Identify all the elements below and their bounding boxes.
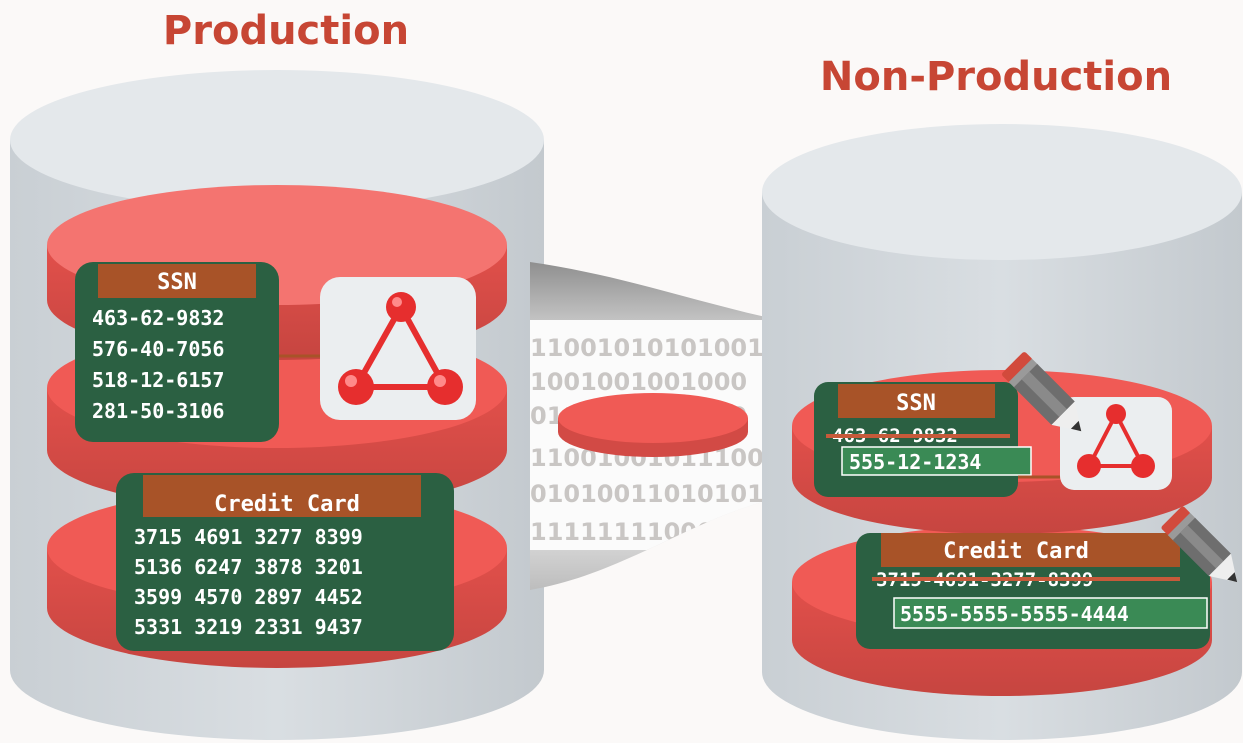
masked-ssn-header-label: SSN xyxy=(896,391,936,416)
masked-ssn-header xyxy=(838,384,995,418)
production-title: Production xyxy=(163,8,409,54)
bits-line-1: 1100101010100100 xyxy=(530,334,797,362)
bits-line-5: 0101001101010100 xyxy=(530,480,797,508)
credit-card-value: 3599 4570 2897 4452 xyxy=(134,585,363,609)
ssn-header xyxy=(98,264,256,298)
production-ssn-table: SSN 463-62-9832 576-40-7056 518-12-6157 … xyxy=(75,262,279,442)
bits-line-2: 1001001001000 xyxy=(530,368,747,396)
credit-card-value: 5331 3219 2331 9437 xyxy=(134,615,363,639)
ssn-value: 518-12-6157 xyxy=(92,368,224,392)
masked-credit-card-header xyxy=(881,533,1180,567)
credit-card-header xyxy=(143,475,421,517)
data-stream: 1100101010100100 1001001001000 011010010… xyxy=(530,262,797,590)
non-production-credit-card-table: Credit Card 3715-4691-3277-8399 5555-555… xyxy=(856,533,1210,649)
masked-credit-card-header-label: Credit Card xyxy=(943,539,1089,564)
triangle-network-icon xyxy=(1018,397,1172,490)
credit-card-value: 5136 6247 3878 3201 xyxy=(134,555,363,579)
masked-credit-card-value: 5555-5555-5555-4444 xyxy=(900,602,1129,626)
credit-card-header-label: Credit Card xyxy=(214,492,360,517)
ssn-value: 463-62-9832 xyxy=(92,306,224,330)
masked-credit-card-box xyxy=(893,597,1208,629)
non-production-title: Non-Production xyxy=(820,54,1172,100)
bits-line-6: 11111111000 xyxy=(530,518,714,546)
transfer-disk xyxy=(558,393,748,457)
ssn-value: 576-40-7056 xyxy=(92,337,224,361)
masked-ssn-value: 555-12-1234 xyxy=(849,450,981,474)
credit-card-value: 3715 4691 3277 8399 xyxy=(134,525,363,549)
triangle-network-icon xyxy=(279,277,476,420)
production-credit-card-table: Credit Card 3715 4691 3277 8399 5136 624… xyxy=(116,473,454,651)
masked-ssn-box xyxy=(841,446,1032,476)
ssn-value: 281-50-3106 xyxy=(92,399,224,423)
non-production-ssn-table: SSN 463-62-9832 555-12-1234 xyxy=(814,382,1032,497)
ssn-header-label: SSN xyxy=(157,270,197,295)
